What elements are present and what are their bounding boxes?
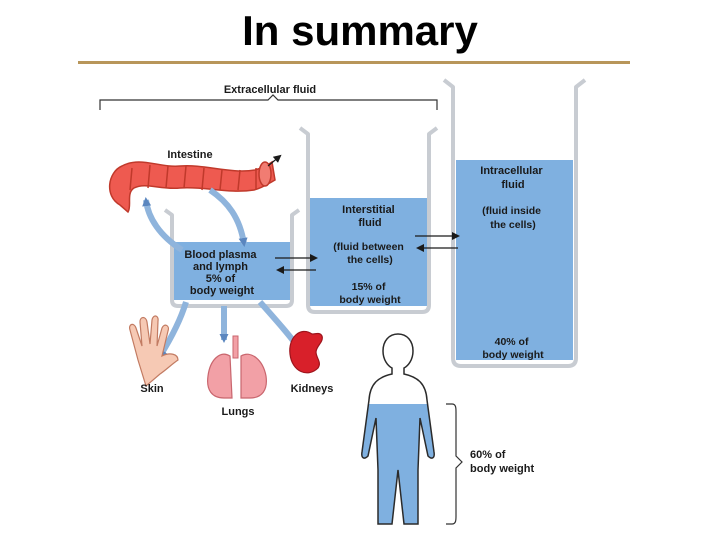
kidneys-label: Kidneys — [291, 383, 334, 395]
skin-label: Skin — [140, 383, 164, 395]
plasma-label: Blood plasma and lymph 5% of body weight — [184, 249, 259, 297]
skin-hand-illustration: Skin — [129, 315, 179, 395]
body-percentage: 60% of body weight — [470, 449, 535, 475]
plasma-beaker: Blood plasma and lymph 5% of body weight — [163, 208, 301, 308]
human-figure-illustration — [361, 333, 435, 525]
kidney-illustration: Kidneys — [289, 330, 334, 395]
extracellular-bracket: Extracellular fluid — [99, 84, 438, 110]
intestine-illustration: Intestine — [109, 149, 282, 214]
intracellular-beaker: Intracellular fluid (fluid inside the ce… — [442, 78, 587, 368]
lungs-illustration: Lungs — [207, 335, 267, 418]
intracellular-label: Intracellular fluid — [480, 165, 545, 191]
intracellular-description: (fluid inside the cells) — [482, 205, 544, 231]
interstitial-beaker: Interstitial fluid (fluid between the ce… — [298, 126, 439, 314]
interstitial-description: (fluid between the cells) — [333, 241, 407, 266]
exchange-arrows — [275, 232, 460, 274]
slide-title: In summary — [242, 7, 478, 54]
body-water-bracket: 60% of body weight — [446, 403, 535, 525]
title-underline — [78, 61, 630, 64]
lungs-label: Lungs — [222, 406, 255, 418]
interstitial-percentage: 15% of body weight — [339, 281, 401, 306]
intestine-label: Intestine — [167, 149, 212, 161]
intracellular-percentage: 40% of body weight — [482, 336, 544, 361]
interstitial-label: Interstitial fluid — [342, 204, 398, 229]
extracellular-label: Extracellular fluid — [224, 84, 316, 96]
